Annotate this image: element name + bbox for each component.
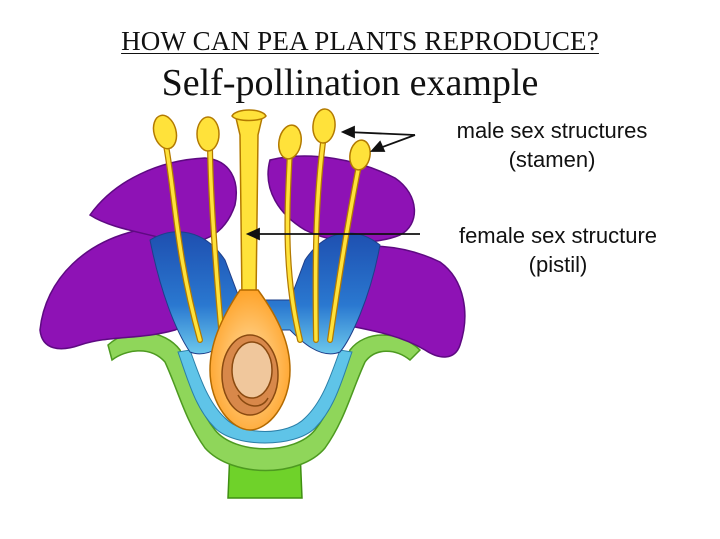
female-structure-label: female sex structure (pistil)	[420, 221, 696, 279]
page-title: HOW CAN PEA PLANTS REPRODUCE?	[121, 26, 599, 56]
anthers	[152, 108, 371, 171]
receptacle-blue	[149, 231, 381, 355]
male-label-line1: male sex structures	[456, 118, 648, 143]
page-subtitle: Self-pollination example	[161, 62, 539, 104]
male-structures-label: male sex structures (stamen)	[418, 116, 686, 174]
petal-left-upper	[88, 157, 237, 244]
pistil-stigma	[231, 109, 267, 122]
ovule	[231, 341, 273, 399]
stamen-filaments-inner	[163, 133, 362, 342]
female-label-line1: female sex structure	[458, 223, 658, 248]
pistil-style	[235, 112, 263, 301]
female-arrow	[245, 227, 420, 241]
male-arrows	[340, 125, 416, 152]
male-label-line2: (stamen)	[508, 147, 596, 172]
female-label-line2: (pistil)	[528, 252, 588, 277]
receptacle-light	[177, 349, 353, 444]
